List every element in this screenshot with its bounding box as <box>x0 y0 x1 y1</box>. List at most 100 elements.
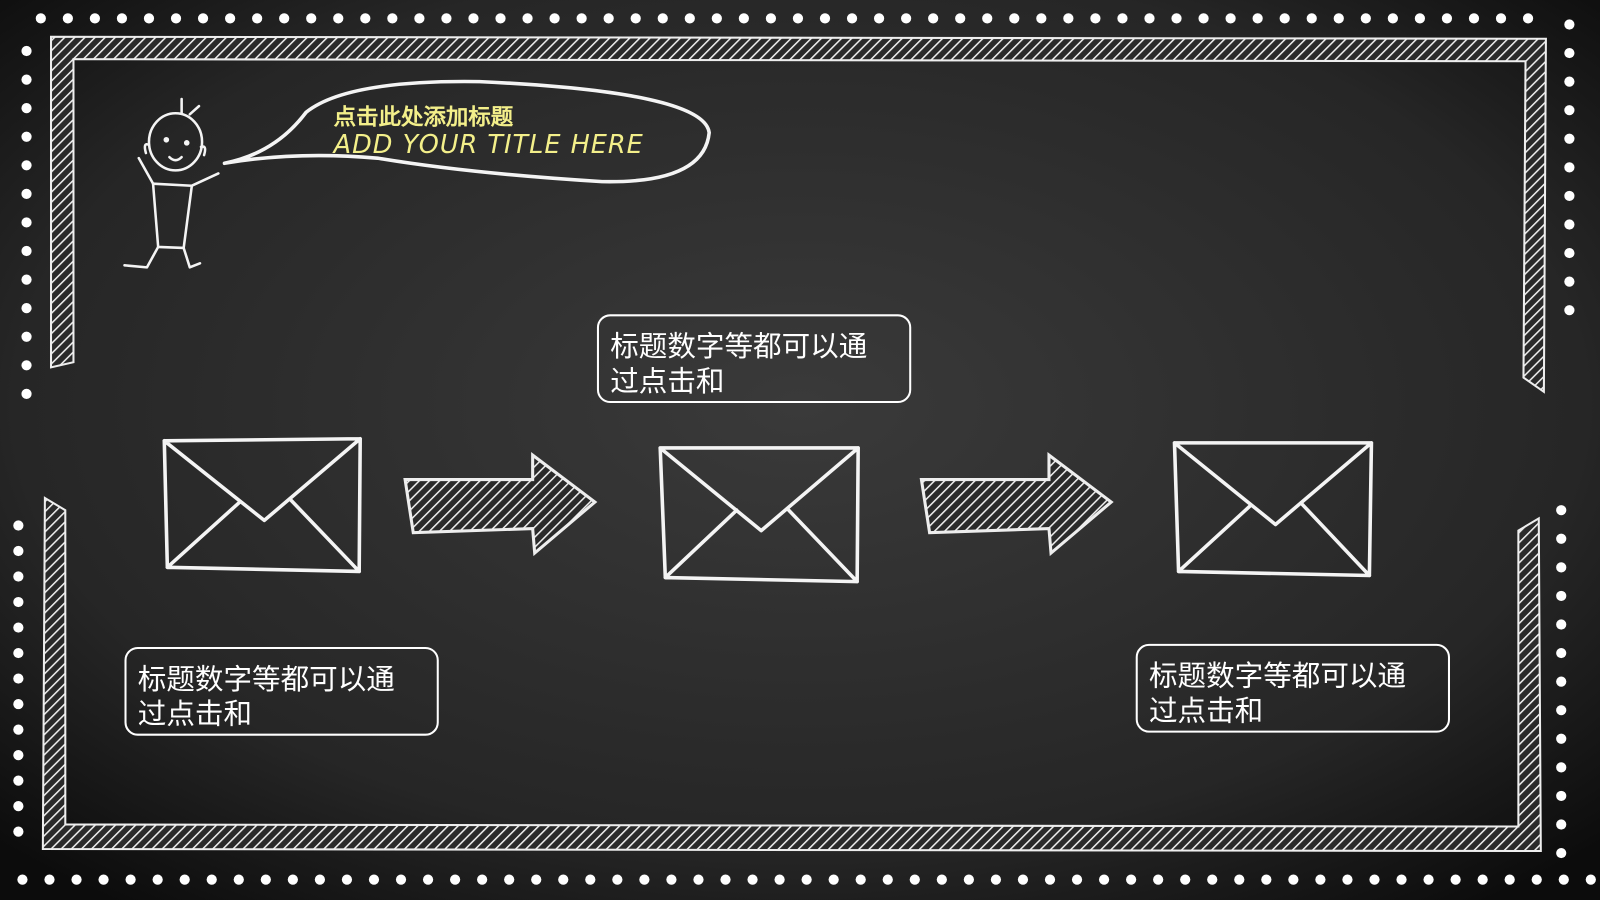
border-dot <box>233 874 244 885</box>
border-dot <box>21 217 32 228</box>
speech-bubble: 点击此处添加标题 ADD YOUR TITLE HERE <box>222 79 711 184</box>
border-dot <box>306 13 317 24</box>
border-dot <box>738 13 749 24</box>
border-dot <box>1504 874 1515 885</box>
border-dot <box>1564 133 1575 144</box>
border-dot <box>1063 13 1074 24</box>
border-dot <box>62 13 73 24</box>
step-1-text-line1: 标题数字等都可以通 <box>138 662 395 696</box>
border-dot <box>504 874 515 885</box>
stick-figure-icon <box>123 97 220 269</box>
border-dot <box>21 45 32 57</box>
border-dot <box>936 874 947 885</box>
border-dot <box>21 331 32 342</box>
step-3-envelope <box>1172 441 1374 578</box>
border-dot <box>963 874 974 885</box>
border-dot <box>990 874 1002 885</box>
border-dot <box>225 13 236 24</box>
border-dot <box>1396 874 1407 885</box>
border-dot <box>125 874 136 885</box>
border-dot <box>1556 790 1567 802</box>
border-dot <box>360 13 371 24</box>
border-dot <box>1414 13 1425 24</box>
border-dot <box>1144 13 1155 24</box>
border-dot <box>1252 13 1263 24</box>
border-dot <box>801 874 812 885</box>
border-dot <box>1342 874 1353 885</box>
border-dot <box>287 874 298 885</box>
border-dot <box>1333 13 1344 24</box>
border-dot <box>585 874 596 885</box>
border-dot <box>1564 276 1575 287</box>
border-dot <box>928 13 939 24</box>
border-dot <box>1556 533 1567 544</box>
border-dot <box>1315 874 1326 885</box>
border-dot <box>1522 13 1534 24</box>
border-dot <box>13 647 24 659</box>
step-2-text-line1: 标题数字等都可以通 <box>610 329 867 363</box>
border-dot <box>522 13 533 24</box>
border-dot <box>1564 305 1575 316</box>
envelope-icon <box>1172 441 1374 578</box>
border-dot <box>116 13 128 24</box>
border-dot <box>720 874 731 885</box>
envelope-icon <box>162 436 362 574</box>
border-dot <box>1556 847 1567 859</box>
border-dot <box>576 13 587 24</box>
border-dot <box>855 874 866 885</box>
border-dot <box>711 13 722 24</box>
border-dot <box>612 874 623 885</box>
border-dot <box>13 545 24 557</box>
border-dot <box>873 13 885 24</box>
border-dot <box>1044 874 1056 885</box>
border-dot <box>17 874 28 885</box>
slide-title-en[interactable]: ADD YOUR TITLE HERE <box>332 130 644 160</box>
border-dot <box>13 698 24 710</box>
border-dot <box>819 13 831 24</box>
border-dot <box>1387 13 1398 24</box>
border-dot <box>765 13 777 24</box>
border-dot <box>21 360 32 371</box>
border-dot <box>1531 874 1542 885</box>
border-dot <box>901 13 912 24</box>
border-dot <box>170 13 182 24</box>
step-3-text-line1: 标题数字等都可以通 <box>1149 659 1406 693</box>
step-2-textbox[interactable]: 标题数字等都可以通 过点击和 <box>596 314 912 404</box>
border-dot <box>98 874 109 885</box>
step-3-text-line2: 过点击和 <box>1149 693 1263 727</box>
border-dot <box>333 13 344 24</box>
border-dot <box>1450 874 1461 885</box>
border-dot <box>414 13 425 24</box>
border-dot <box>21 74 32 85</box>
slide-title-cn[interactable]: 点击此处添加标题 <box>334 104 514 130</box>
border-dot <box>477 874 488 885</box>
border-dot <box>1556 505 1567 516</box>
border-dot <box>206 874 217 885</box>
border-dot <box>21 303 32 314</box>
border-dot <box>1564 105 1575 116</box>
border-dot <box>21 131 32 142</box>
border-dot <box>252 13 263 24</box>
border-dot <box>13 673 24 684</box>
border-dot <box>1556 676 1567 687</box>
border-dot <box>21 160 32 171</box>
border-dot <box>531 874 542 885</box>
border-dot <box>666 874 677 885</box>
border-dot <box>1234 874 1245 885</box>
border-dot <box>495 13 506 24</box>
border-dot <box>441 13 452 24</box>
border-dot <box>1495 13 1507 24</box>
border-dot <box>1556 647 1567 659</box>
border-dot <box>1564 76 1575 87</box>
border-dot <box>422 874 434 885</box>
border-dot <box>774 874 785 885</box>
border-dot <box>44 874 55 885</box>
border-dot <box>1017 874 1029 885</box>
border-dot <box>1288 874 1299 885</box>
step-1-textbox[interactable]: 标题数字等都可以通 过点击和 <box>124 646 439 736</box>
step-3-textbox[interactable]: 标题数字等都可以通 过点击和 <box>1135 643 1450 733</box>
border-dot <box>1360 13 1371 24</box>
border-dot <box>549 13 560 24</box>
border-dot <box>314 874 325 885</box>
